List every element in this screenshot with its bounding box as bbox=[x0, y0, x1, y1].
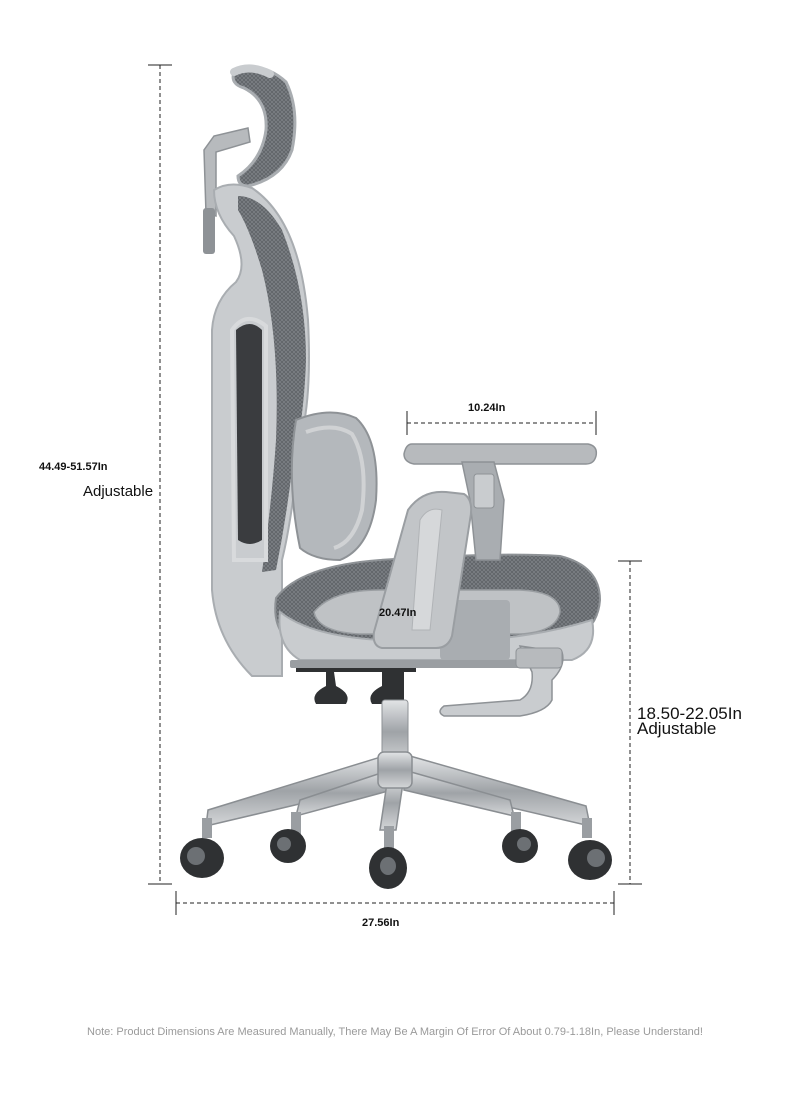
seat-width-value: 20.47In bbox=[379, 607, 417, 619]
mechanism-housing bbox=[440, 600, 510, 660]
backrest-cutout bbox=[236, 324, 262, 544]
headrest-post bbox=[203, 208, 215, 254]
mechanism-plate bbox=[290, 660, 520, 668]
armrest-length-value: 10.24In bbox=[468, 402, 506, 414]
tilt-lever bbox=[314, 672, 348, 704]
base-hub bbox=[377, 751, 413, 789]
base-width-value: 27.56In bbox=[362, 917, 400, 929]
chair bbox=[180, 64, 612, 889]
chrome-base bbox=[205, 751, 591, 831]
lumbar-support bbox=[290, 411, 378, 562]
seat-height-value: 18.50-22.05In bbox=[637, 704, 742, 723]
armrest-pad bbox=[403, 443, 598, 465]
headrest bbox=[231, 66, 297, 188]
backrest-mesh bbox=[238, 196, 306, 572]
total-height-value: 44.49-51.57In bbox=[39, 461, 108, 473]
total-height-note: Adjustable bbox=[83, 483, 154, 500]
seat-height-note: Adjustable bbox=[637, 719, 717, 738]
seat-frame bbox=[278, 610, 594, 661]
casters bbox=[180, 829, 612, 889]
measurement-footnote: Note: Product Dimensions Are Measured Ma… bbox=[87, 1026, 703, 1038]
